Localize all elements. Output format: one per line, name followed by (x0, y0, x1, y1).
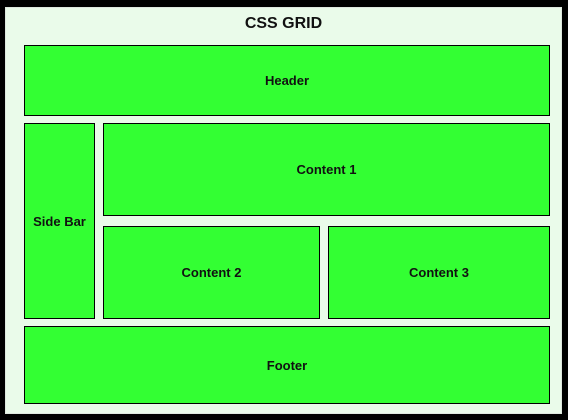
sidebar-area: Side Bar (24, 123, 95, 319)
grid-diagram-panel: CSS GRID Header Side Bar Content 1 Conte… (5, 7, 562, 414)
content-1-label: Content 1 (296, 162, 357, 177)
content-1-area: Content 1 (103, 123, 550, 216)
diagram-title: CSS GRID (244, 15, 323, 32)
content-3-area: Content 3 (328, 226, 550, 319)
content-2-area: Content 2 (103, 226, 320, 319)
footer-label: Footer (266, 357, 308, 373)
header-label: Header (264, 73, 310, 88)
header-area: Header (24, 45, 550, 116)
footer-area: Footer (24, 326, 550, 404)
content-3-label: Content 3 (409, 265, 469, 280)
sidebar-label: Side Bar (33, 213, 86, 229)
content-2-label: Content 2 (181, 265, 242, 280)
